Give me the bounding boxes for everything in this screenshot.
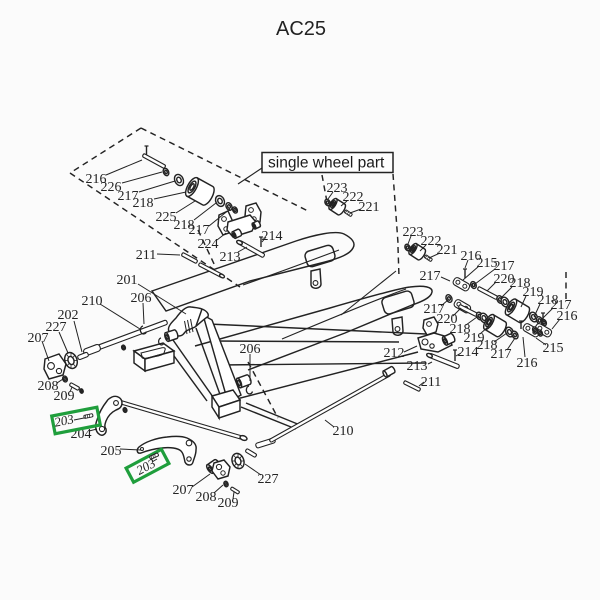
svg-text:216: 216 bbox=[86, 172, 107, 187]
svg-text:216: 216 bbox=[557, 309, 578, 324]
svg-text:203: 203 bbox=[53, 411, 75, 430]
svg-text:206: 206 bbox=[131, 291, 152, 306]
svg-text:217: 217 bbox=[189, 223, 210, 238]
svg-text:215: 215 bbox=[543, 341, 564, 356]
svg-text:219: 219 bbox=[464, 331, 485, 346]
svg-text:217: 217 bbox=[118, 189, 139, 204]
svg-text:217: 217 bbox=[494, 259, 515, 274]
svg-text:214: 214 bbox=[458, 345, 479, 360]
svg-text:209: 209 bbox=[54, 389, 75, 404]
svg-text:216: 216 bbox=[517, 356, 538, 371]
svg-text:227: 227 bbox=[258, 472, 279, 487]
svg-text:218: 218 bbox=[538, 293, 559, 308]
svg-text:214: 214 bbox=[262, 229, 283, 244]
svg-text:AC25: AC25 bbox=[276, 18, 326, 40]
svg-text:205: 205 bbox=[101, 444, 122, 459]
svg-text:201: 201 bbox=[117, 273, 138, 288]
svg-text:207: 207 bbox=[28, 331, 49, 346]
svg-text:226: 226 bbox=[101, 180, 122, 195]
svg-text:202: 202 bbox=[58, 308, 79, 323]
svg-text:223: 223 bbox=[403, 225, 424, 240]
svg-text:218: 218 bbox=[450, 322, 471, 337]
svg-text:217: 217 bbox=[420, 269, 441, 284]
svg-text:222: 222 bbox=[343, 190, 364, 205]
svg-text:218: 218 bbox=[174, 218, 195, 233]
svg-text:209: 209 bbox=[218, 496, 239, 511]
svg-text:206: 206 bbox=[240, 342, 261, 357]
svg-text:210: 210 bbox=[333, 424, 354, 439]
svg-text:211: 211 bbox=[421, 375, 441, 390]
svg-text:212: 212 bbox=[384, 346, 405, 361]
svg-text:single wheel part: single wheel part bbox=[268, 155, 385, 172]
svg-text:224: 224 bbox=[198, 237, 219, 252]
svg-text:223: 223 bbox=[327, 181, 348, 196]
svg-text:218: 218 bbox=[510, 276, 531, 291]
svg-text:222: 222 bbox=[421, 234, 442, 249]
svg-text:218: 218 bbox=[477, 338, 498, 353]
svg-text:217: 217 bbox=[491, 347, 512, 362]
svg-text:219: 219 bbox=[523, 285, 544, 300]
svg-text:225: 225 bbox=[156, 210, 177, 225]
svg-text:208: 208 bbox=[38, 379, 59, 394]
svg-text:220: 220 bbox=[437, 312, 458, 327]
svg-text:217: 217 bbox=[424, 302, 445, 317]
svg-text:217: 217 bbox=[551, 298, 572, 313]
svg-text:213: 213 bbox=[220, 250, 241, 265]
svg-text:220: 220 bbox=[494, 272, 515, 287]
svg-text:218: 218 bbox=[133, 196, 154, 211]
svg-text:210: 210 bbox=[82, 294, 103, 309]
svg-text:211: 211 bbox=[136, 248, 156, 263]
svg-text:207: 207 bbox=[173, 483, 194, 498]
svg-text:221: 221 bbox=[359, 200, 380, 215]
svg-text:213: 213 bbox=[407, 359, 428, 374]
svg-text:208: 208 bbox=[196, 490, 217, 505]
svg-text:221: 221 bbox=[437, 243, 458, 258]
svg-text:216: 216 bbox=[461, 249, 482, 264]
svg-text:215: 215 bbox=[477, 256, 498, 271]
svg-text:227: 227 bbox=[46, 320, 67, 335]
